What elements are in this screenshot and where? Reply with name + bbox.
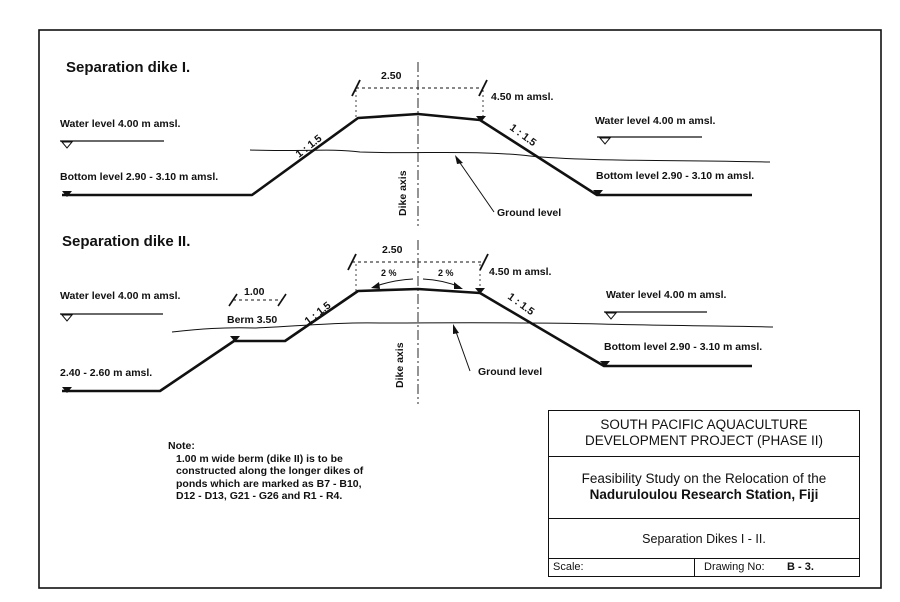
- dike1-crest-level: 4.50 m amsl.: [491, 91, 554, 103]
- water-level-marker-icon: [604, 312, 618, 320]
- dike2-ground-leader: [454, 328, 471, 372]
- dike1-crest-dim-tick-right: [478, 79, 488, 97]
- dike1-axis-label: Dike axis: [397, 170, 409, 216]
- project-line-2: DEVELOPMENT PROJECT (PHASE II): [584, 433, 824, 448]
- study-line-1: Feasibility Study on the Relocation of t…: [581, 471, 827, 486]
- water-level-marker-icon: [598, 137, 612, 145]
- dike2-berm-label: Berm 3.50: [227, 314, 277, 326]
- dike2-slope-left: 1 : 1.5: [302, 299, 333, 327]
- dike1-crest-width: 2.50: [381, 70, 402, 82]
- dike2-crest-width: 2.50: [382, 244, 403, 256]
- dike2-berm-dim-tick-left: [228, 293, 238, 307]
- project-name: SOUTH PACIFIC AQUACULTURE DEVELOPMENT PR…: [549, 411, 859, 457]
- dike2-berm-width: 1.00: [244, 286, 265, 298]
- study-name: Feasibility Study on the Relocation of t…: [549, 457, 859, 519]
- drawing-title: Separation Dikes I - II.: [549, 519, 859, 559]
- arrow-head-icon: [371, 282, 380, 289]
- arrow-head-icon: [455, 155, 463, 164]
- dike2-crest-level: 4.50 m amsl.: [489, 266, 552, 278]
- dike2-crest-dim-tick-right: [479, 253, 489, 271]
- dike1-bottom-left: Bottom level 2.90 - 3.10 m amsl.: [60, 171, 218, 183]
- dike2-axis-label: Dike axis: [394, 342, 406, 388]
- bottom-level-marker-icon: [600, 361, 610, 367]
- study-line-2: Naduruloulou Research Station, Fiji: [589, 487, 819, 502]
- dike1-bottom-right: Bottom level 2.90 - 3.10 m amsl.: [596, 170, 754, 182]
- bottom-level-marker-icon: [62, 387, 72, 393]
- drawing-no-label: Drawing No:: [704, 561, 765, 573]
- sheet-border: [38, 29, 882, 589]
- water-level-marker-icon: [60, 314, 74, 322]
- dike1-title: Separation dike I.: [66, 59, 190, 76]
- drawing-no: B - 3.: [787, 561, 814, 573]
- dike1-profile: [62, 112, 752, 197]
- dike2-profile: [62, 287, 752, 393]
- dike2-berm-dim-tick-right: [277, 293, 287, 307]
- arrow-head-icon: [454, 282, 463, 289]
- dike2-title: Separation dike II.: [62, 233, 190, 250]
- note-title: Note:: [168, 440, 195, 452]
- dike2-ground-line: [171, 322, 774, 333]
- dike2-crest-slope-right: 2 %: [438, 268, 454, 278]
- dike2-water-right: Water level 4.00 m amsl.: [606, 289, 727, 301]
- dike1-ground-leader: [457, 159, 495, 213]
- dike1-water-right: Water level 4.00 m amsl.: [595, 115, 716, 127]
- title-block: SOUTH PACIFIC AQUACULTURE DEVELOPMENT PR…: [548, 410, 860, 577]
- arrow-head-icon: [453, 324, 459, 334]
- dike2-ground-label: Ground level: [478, 366, 542, 378]
- dike2-bottom-left: 2.40 - 2.60 m amsl.: [60, 367, 152, 379]
- scale-label: Scale:: [553, 561, 584, 573]
- drawing-info-row: Scale: Drawing No: B - 3.: [549, 559, 859, 577]
- dike1-ground-label: Ground level: [497, 207, 561, 219]
- note-body: 1.00 m wide berm (dike II) is to be cons…: [176, 452, 364, 503]
- dike2-crest-dim-tick-left: [347, 253, 357, 271]
- dike1-water-left: Water level 4.00 m amsl.: [60, 118, 181, 130]
- dike1-ground-line: [249, 149, 771, 163]
- crest-level-marker-icon: [475, 288, 485, 294]
- water-level-marker-icon: [60, 141, 74, 149]
- bottom-level-marker-icon: [62, 191, 72, 197]
- divider: [694, 559, 696, 577]
- crest-level-marker-icon: [476, 116, 486, 122]
- dike2-crest-slope-left: 2 %: [381, 268, 397, 278]
- project-line-1: SOUTH PACIFIC AQUACULTURE: [600, 417, 808, 432]
- dike2-slope-right: 1 : 1.5: [505, 291, 536, 318]
- bottom-level-marker-icon: [593, 190, 603, 196]
- berm-level-marker-icon: [230, 336, 240, 342]
- dike2-bottom-right: Bottom level 2.90 - 3.10 m amsl.: [604, 341, 762, 353]
- dike1-crest-dim-tick-left: [351, 79, 361, 97]
- dike1-slope-right: 1 : 1.5: [507, 122, 538, 149]
- note: Note: 1.00 m wide berm (dike II) is to b…: [168, 440, 468, 503]
- dike2-water-left: Water level 4.00 m amsl.: [60, 290, 181, 302]
